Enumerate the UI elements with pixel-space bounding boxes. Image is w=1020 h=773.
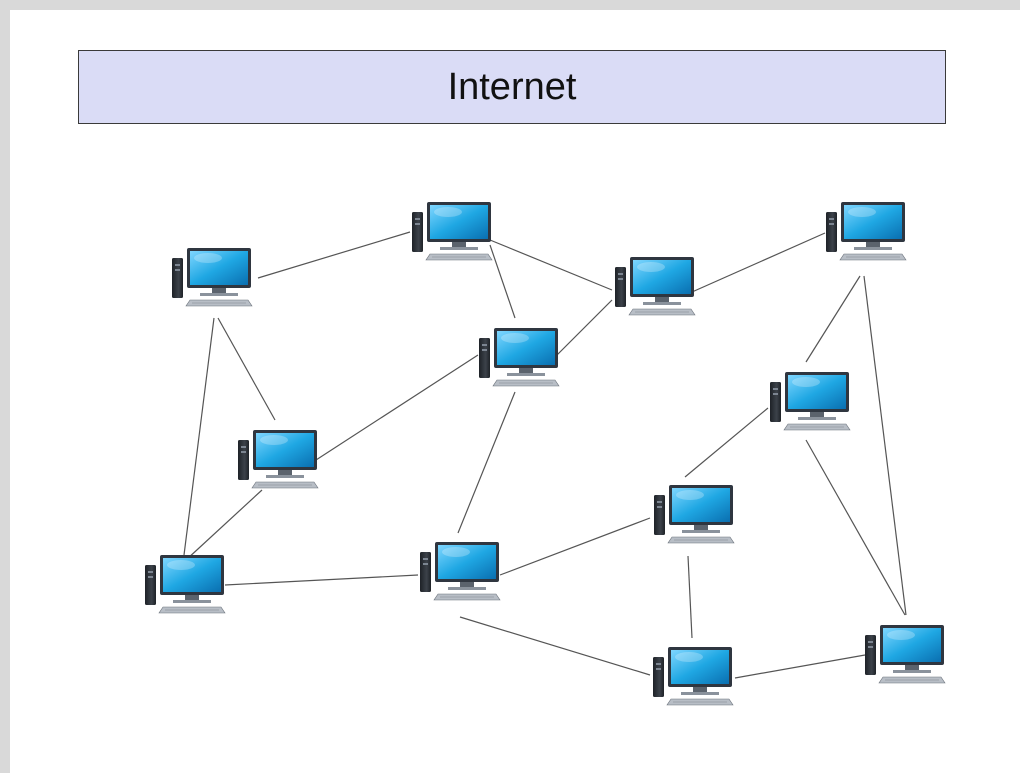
- desktop-computer-icon: [865, 625, 946, 684]
- network-nodes: [145, 202, 946, 706]
- desktop-computer-icon: [412, 202, 493, 261]
- desktop-computer-icon: [826, 202, 907, 261]
- desktop-computer-icon: [238, 430, 319, 489]
- desktop-computer-icon: [654, 485, 735, 544]
- page-canvas: [10, 10, 1020, 773]
- link-n3-n4: [556, 299, 613, 356]
- link-n4-n9: [457, 391, 516, 534]
- desktop-computer-icon: [420, 542, 501, 601]
- link-n8-n12: [805, 439, 906, 616]
- link-n1-n2: [257, 231, 411, 279]
- page-title: Internet: [447, 65, 577, 108]
- desktop-computer-icon: [172, 248, 253, 307]
- desktop-computer-icon: [653, 647, 734, 706]
- link-n2-n3: [489, 239, 613, 291]
- link-n10-n11: [687, 555, 693, 639]
- desktop-computer-icon: [479, 328, 560, 387]
- link-n3-n7: [691, 232, 826, 293]
- link-n9-n11: [459, 616, 651, 676]
- desktop-computer-icon: [145, 555, 226, 614]
- link-n5-n6: [185, 489, 263, 561]
- link-n4-n5: [315, 354, 479, 461]
- link-n9-n10: [499, 517, 651, 576]
- link-n11-n13: [734, 654, 866, 679]
- link-n6-n9: [224, 574, 419, 586]
- desktop-computer-icon: [770, 372, 851, 431]
- link-n8-n10: [684, 407, 769, 478]
- desktop-computer-icon: [615, 257, 696, 316]
- link-n2-n4: [489, 244, 516, 319]
- link-n1-n5: [217, 317, 276, 421]
- link-n1-n6: [183, 317, 215, 556]
- internet-title-box: Internet: [78, 50, 946, 124]
- network-links: [183, 231, 907, 679]
- link-n7-n8: [805, 275, 861, 363]
- link-n7-n12: [863, 275, 907, 616]
